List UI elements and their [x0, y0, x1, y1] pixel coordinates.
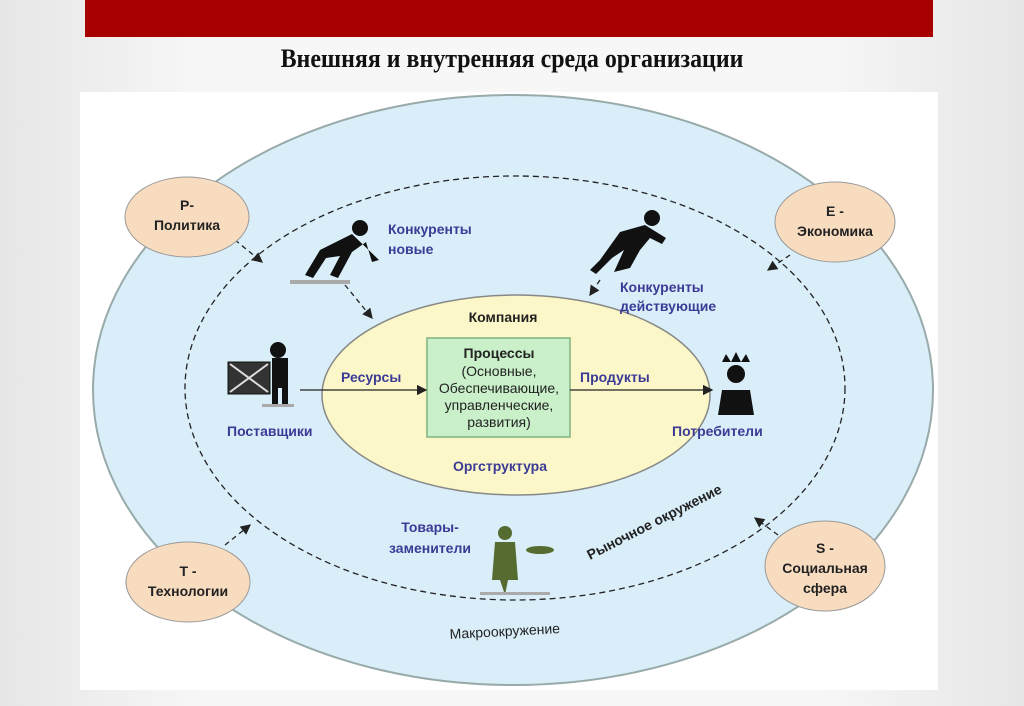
factor-p-letter: Р- [180, 197, 194, 213]
current-competitors-label-2: действующие [620, 298, 716, 314]
substitutes-label-2: заменители [389, 540, 471, 556]
substitute-waiter-icon [480, 526, 554, 595]
factor-t-label: Технологии [148, 583, 228, 599]
factor-s-label-2: сфера [803, 580, 847, 596]
market-environment-ellipse [184, 175, 846, 601]
current-competitor-icon [590, 210, 666, 274]
factor-p-label: Политика [154, 217, 220, 233]
processes-box [426, 337, 571, 438]
factor-e-letter: Е - [826, 203, 844, 219]
factor-e-label: Экономика [797, 223, 873, 239]
macro-environment-label: Макроокружение [449, 620, 560, 642]
resources-label: Ресурсы [341, 369, 401, 385]
processes-line: (Основные, [462, 363, 537, 379]
orgstructure-label: Оргструктура [453, 458, 547, 474]
factor-s-label: Социальная [782, 560, 868, 576]
current-competitors-label: Конкуренты [620, 279, 704, 295]
factor-t-letter: Т - [179, 563, 196, 579]
factor-economics [774, 181, 896, 263]
header-bar [85, 0, 933, 37]
processes-line: Обеспечивающие, [439, 380, 559, 396]
processes-title: Процессы [464, 345, 535, 361]
factor-s-letter: S - [816, 540, 834, 556]
factor-politics [124, 176, 250, 258]
factor-technology [125, 541, 251, 623]
consumer-icon [718, 352, 754, 415]
company-label: Компания [469, 309, 538, 325]
products-label: Продукты [580, 369, 650, 385]
page-title: Внешняя и внутренняя среда организации [280, 44, 744, 73]
supplier-icon [227, 342, 294, 407]
processes-line: развития) [467, 414, 531, 430]
processes-line: управленческие, [445, 397, 554, 413]
consumers-label: Потребители [672, 423, 763, 439]
substitutes-label: Товары- [401, 519, 459, 535]
new-competitor-icon [290, 220, 379, 284]
dashed-arrows [224, 239, 791, 546]
factor-social [764, 520, 886, 612]
new-competitors-label-2: новые [388, 241, 434, 257]
suppliers-label: Поставщики [227, 423, 313, 439]
new-competitors-label: Конкуренты [388, 221, 472, 237]
